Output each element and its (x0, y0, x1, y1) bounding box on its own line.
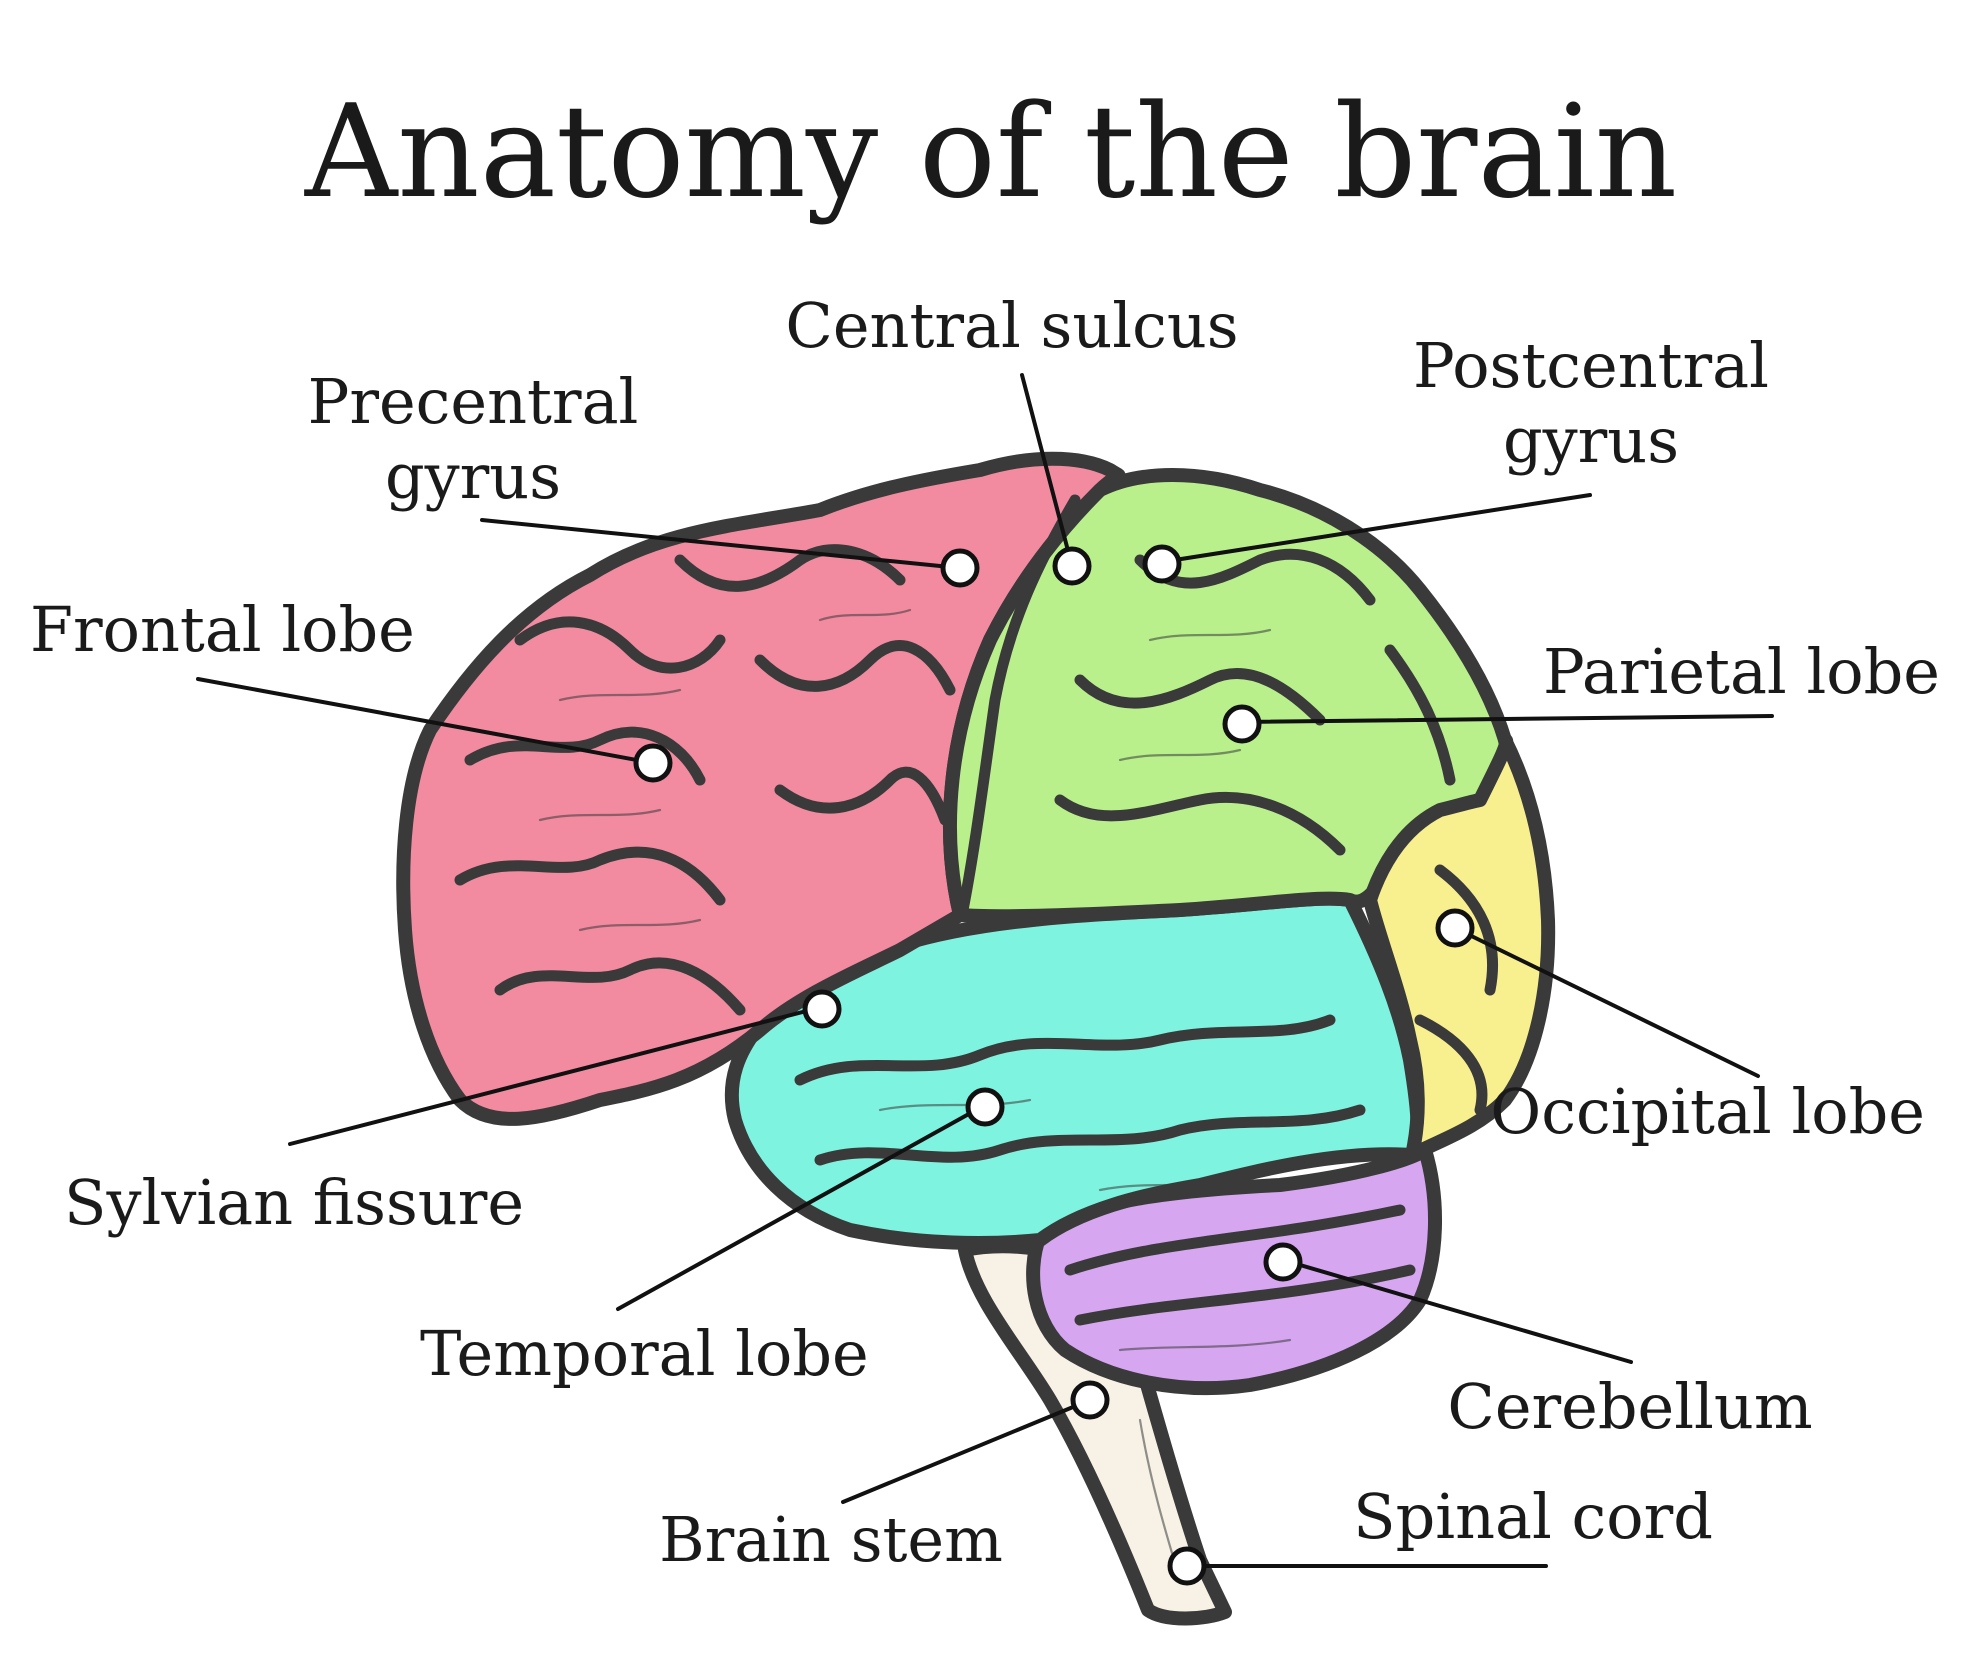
leader-postcentral-gyrus (1160, 493, 1592, 564)
label-temporal-lobe: Temporal lobe (420, 1317, 869, 1390)
label-brain-stem: Brain stem (659, 1503, 1003, 1576)
dot-temporal-lobe (965, 1087, 1005, 1127)
leader-lines (196, 373, 1774, 1568)
leader-sylvian-fissure (288, 1005, 824, 1146)
marker-dots (633, 544, 1475, 1586)
label-precentral-line1: Precentral (308, 365, 639, 438)
dot-postcentral-gyrus (1142, 544, 1182, 584)
leader-cerebellum (1281, 1258, 1633, 1364)
dot-spinal-cord (1167, 1546, 1207, 1586)
leader-occipital-lobe (1453, 926, 1760, 1078)
sulci-lines (454, 494, 1499, 1326)
label-central-sulcus: Central sulcus (785, 289, 1238, 362)
dot-parietal-lobe (1222, 704, 1262, 744)
label-cerebellum: Cerebellum (1447, 1370, 1812, 1443)
leader-central-sulcus (1020, 373, 1074, 568)
dot-brain-stem (1070, 1380, 1110, 1420)
label-precentral-line2: gyrus (385, 440, 561, 513)
dot-central-sulcus (1052, 546, 1092, 586)
leader-brain-stem (841, 1398, 1092, 1504)
leader-precentral-gyrus (480, 518, 962, 570)
label-spinal-cord: Spinal cord (1353, 1480, 1713, 1553)
label-sylvian-fissure: Sylvian fissure (64, 1166, 524, 1239)
leader-parietal-lobe (1240, 714, 1774, 724)
dot-frontal-lobe (633, 743, 673, 783)
label-frontal-lobe: Frontal lobe (30, 593, 415, 666)
diagram-title: Anatomy of the brain (304, 78, 1677, 227)
dot-sylvian-fissure (802, 989, 842, 1029)
brain-illustration (396, 451, 1556, 1626)
labels: Central sulcus Precentral gyrus Postcent… (30, 289, 1940, 1576)
dot-occipital-lobe (1435, 908, 1475, 948)
label-occipital-lobe: Occipital lobe (1490, 1075, 1925, 1148)
leader-frontal-lobe (196, 677, 655, 765)
occipital-lobe-region (1363, 733, 1556, 1162)
dot-precentral-gyrus (940, 548, 980, 588)
label-postcentral-line2: gyrus (1503, 404, 1679, 477)
label-postcentral-line1: Postcentral (1413, 329, 1769, 402)
parietal-lobe-region (943, 468, 1515, 924)
dot-cerebellum (1263, 1242, 1303, 1282)
label-parietal-lobe: Parietal lobe (1543, 635, 1940, 708)
leader-temporal-lobe (616, 1103, 987, 1311)
